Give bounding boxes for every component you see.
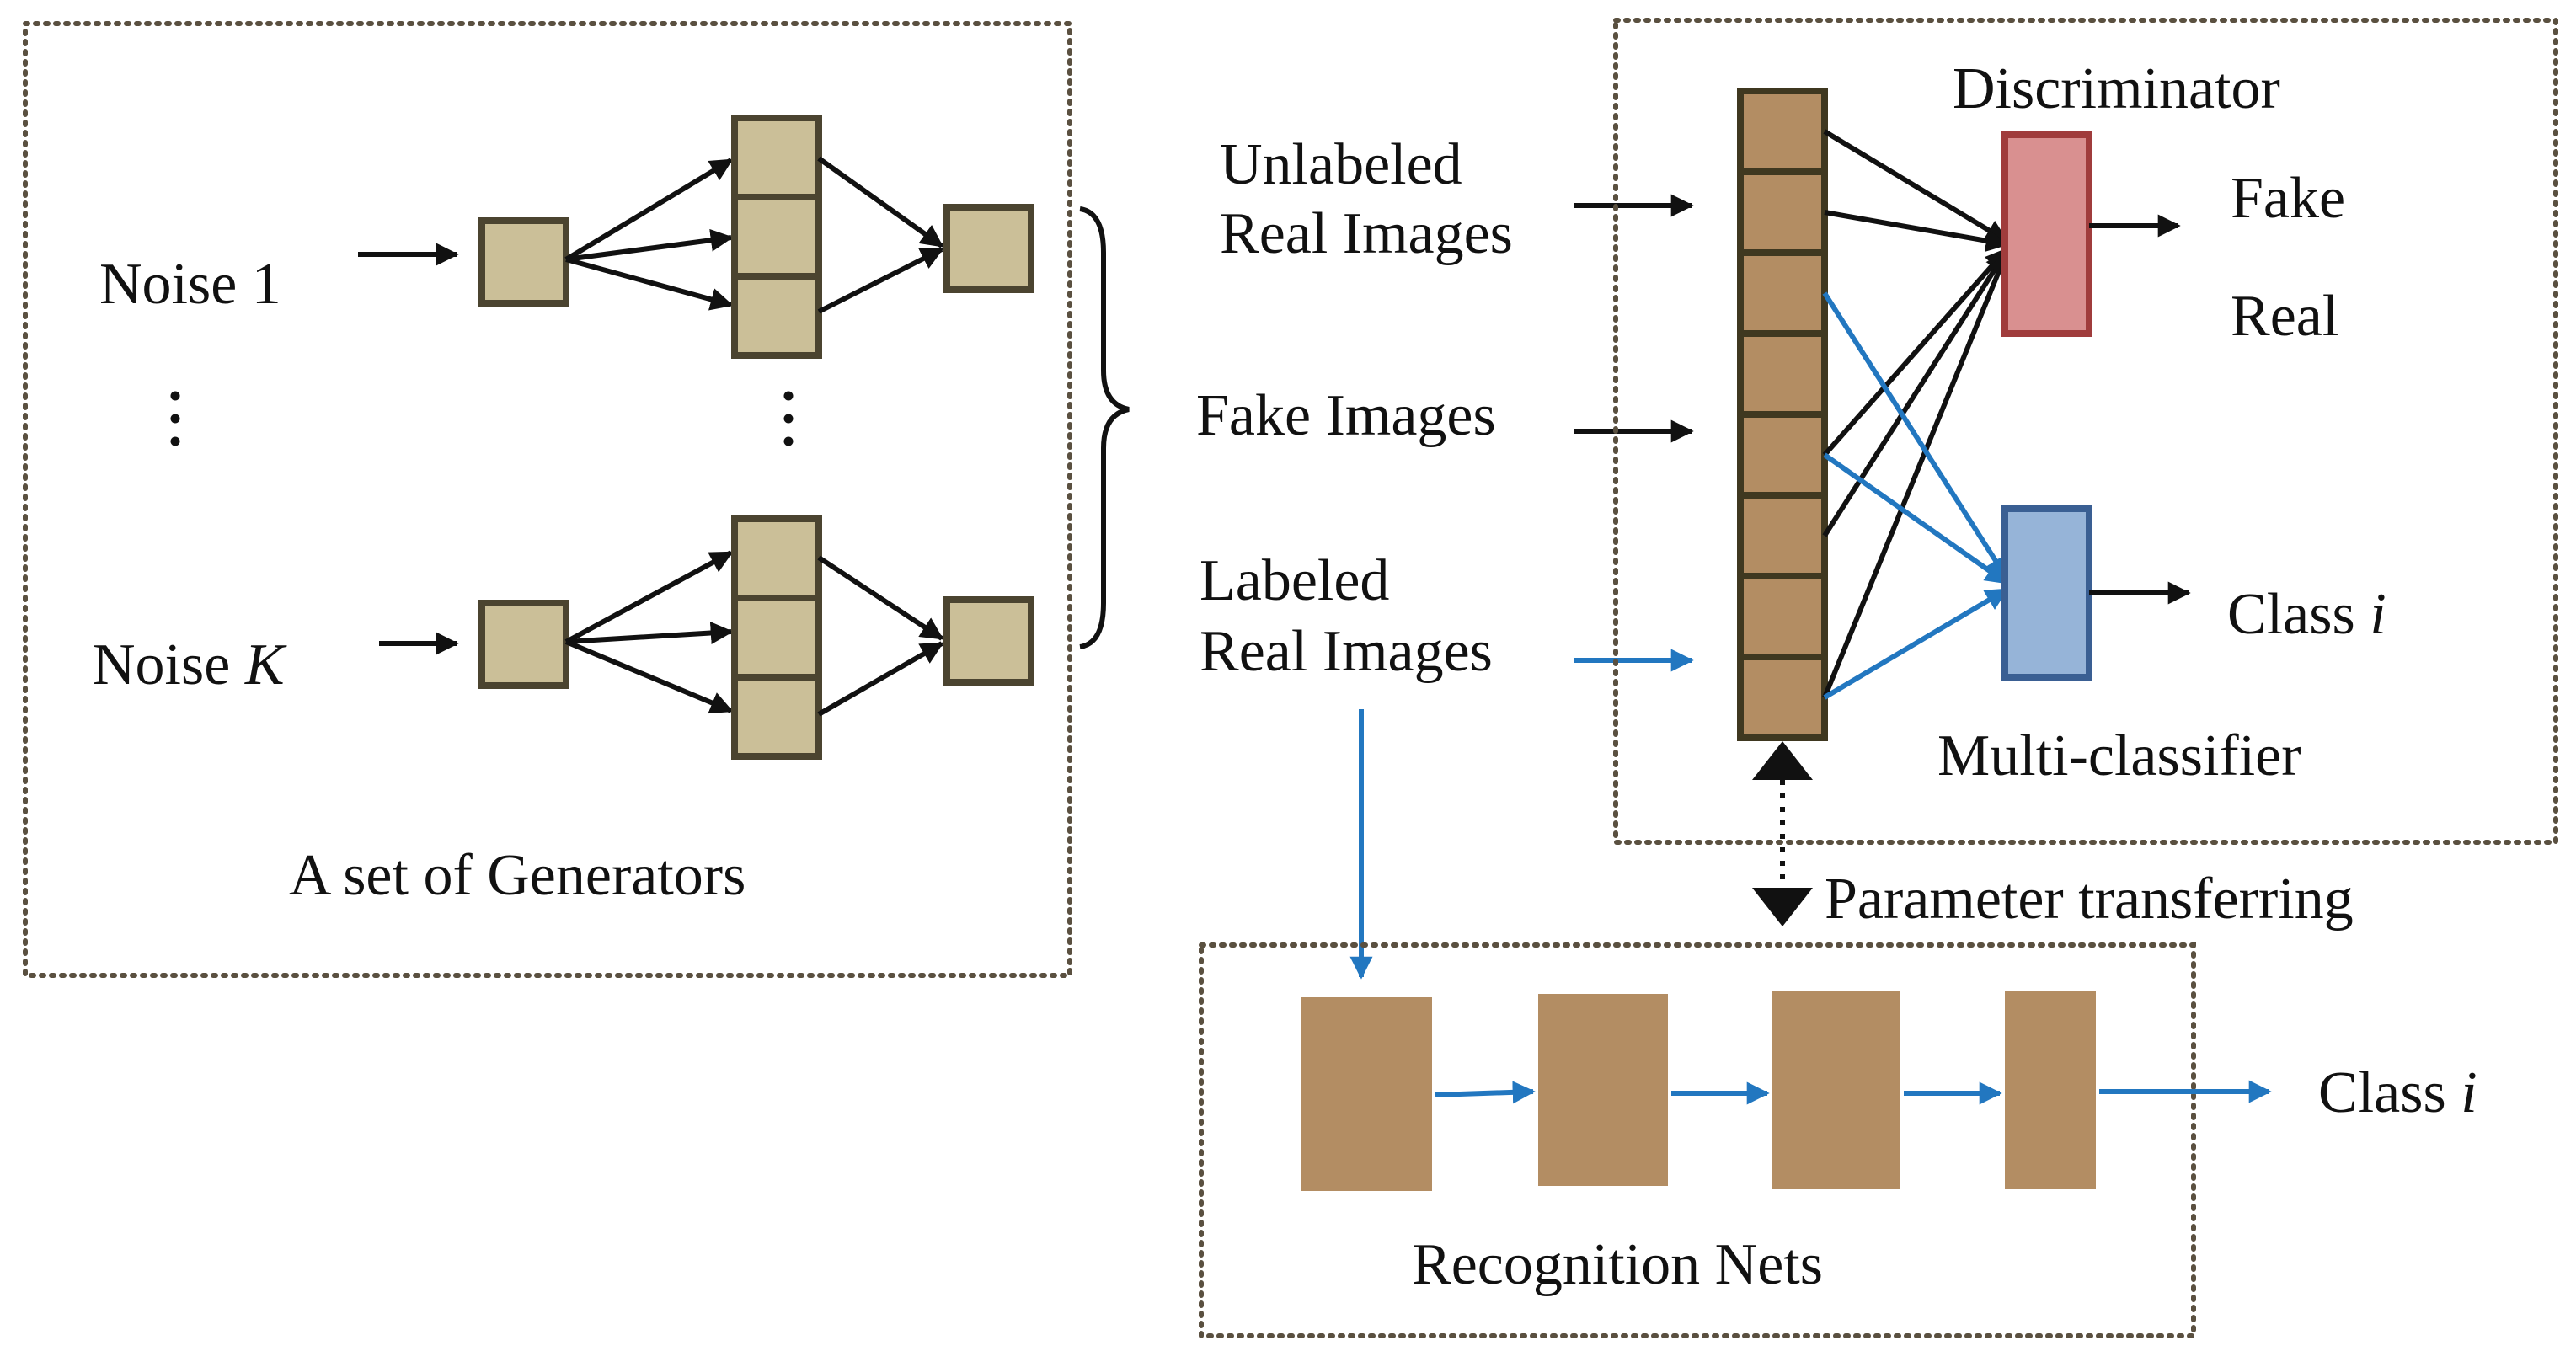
output-real-label: Real bbox=[2231, 284, 2338, 349]
generator-k-hidden-unit bbox=[731, 515, 822, 601]
discriminator-class-label: Class i bbox=[2227, 582, 2386, 647]
labeled-label-line2: Real Images bbox=[1200, 619, 1493, 684]
generator-k-hidden-unit bbox=[731, 595, 822, 681]
feature-unit bbox=[1737, 330, 1828, 418]
generator-k bbox=[379, 515, 1034, 760]
discriminator-connections bbox=[1822, 129, 2010, 699]
recognition-flow-arrow bbox=[1435, 1081, 1536, 1104]
generator-k-input-unit bbox=[478, 600, 569, 689]
noise-k-label: Noise K bbox=[93, 633, 287, 697]
recognition-title: Recognition Nets bbox=[1412, 1232, 1823, 1297]
output-fake-label: Fake bbox=[2231, 166, 2345, 231]
feature-unit bbox=[1737, 573, 1828, 660]
noise-1-label: Noise 1 bbox=[99, 252, 281, 317]
generator-k-hidden-unit bbox=[731, 674, 822, 760]
feature-unit bbox=[1737, 411, 1828, 499]
unlabeled-label-line2: Real Images bbox=[1220, 201, 1513, 266]
unlabeled-label-line1: Unlabeled bbox=[1220, 132, 1462, 197]
ellipsis-icon bbox=[170, 391, 180, 446]
ellipsis-icon bbox=[783, 391, 794, 446]
multi-classifier-unit bbox=[2001, 505, 2092, 681]
feature-unit bbox=[1737, 492, 1828, 579]
classifier-connections bbox=[1822, 291, 2009, 700]
multi-classifier-title: Multi-classifier bbox=[1937, 724, 2301, 788]
discriminator-title: Discriminator bbox=[1953, 56, 2280, 121]
discriminator-unit bbox=[2001, 131, 2092, 337]
generator-1-output-unit bbox=[943, 204, 1034, 293]
brace-icon bbox=[1079, 206, 1130, 649]
generator-1-hidden-unit bbox=[731, 194, 822, 280]
recognition-layer bbox=[1772, 991, 1900, 1189]
feature-unit bbox=[1737, 249, 1828, 337]
generator-1 bbox=[358, 115, 1034, 359]
generators-frame bbox=[23, 21, 1072, 978]
discriminator-frame bbox=[1613, 18, 2558, 845]
recognition-layer bbox=[1538, 994, 1668, 1186]
feature-unit bbox=[1737, 168, 1828, 256]
generator-k-output-unit bbox=[943, 596, 1034, 686]
generator-1-input-unit bbox=[478, 217, 569, 307]
parameter-transfer-arrow bbox=[1752, 741, 1813, 926]
fake-images-label: Fake Images bbox=[1196, 383, 1496, 448]
generator-1-hidden-unit bbox=[731, 115, 822, 200]
generator-1-hidden-unit bbox=[731, 273, 822, 359]
recognition-layer bbox=[2005, 991, 2096, 1189]
labeled-label-line1: Labeled bbox=[1200, 548, 1389, 613]
feature-unit bbox=[1737, 88, 1828, 175]
recognition-class-label: Class i bbox=[2318, 1060, 2477, 1125]
generators-title: A set of Generators bbox=[289, 843, 746, 908]
parameter-transfer-label: Parameter transferring bbox=[1825, 867, 2354, 932]
feature-unit bbox=[1737, 654, 1828, 741]
recognition-layer bbox=[1301, 997, 1432, 1191]
shared-feature-column bbox=[1737, 88, 1828, 741]
recognition-frame bbox=[1199, 942, 2196, 1338]
